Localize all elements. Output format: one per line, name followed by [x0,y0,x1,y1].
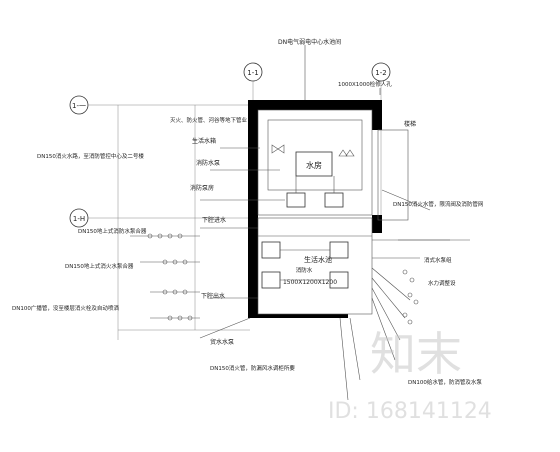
pool-name-label: 生活水池 [304,255,332,264]
hydrant-row [130,233,200,239]
watermark-id: ID: 168141124 [328,399,492,424]
pump-unit [286,192,306,208]
pump-unit [324,192,344,208]
valve-icon [338,149,355,157]
water-tank-outline [267,119,363,191]
fire-drain-label: 生活水箱 [192,137,216,145]
dn150-right-label: DN150消火水管，限流阀及消防管网 [393,200,484,208]
pool-small-label: 消防水 [296,266,313,274]
pump-stand-label: 贸水水泵 [210,338,234,346]
right-valves [402,269,419,325]
watermark: 知末 ID: 168141124 [328,327,492,424]
top-right-note: 1000X1000检修人孔 [338,80,392,88]
axis-bubble-1-yi: 1-一 [69,95,255,115]
pump-unit [329,241,349,259]
dn100-right-label: DN100给水管，防消管及水泵 [408,378,482,386]
pump-outlet-label: 下腔出水 [201,292,225,300]
fire-pump-room-label: 消防泵房 [190,184,214,192]
water-tank [295,151,333,177]
axis-label: 1-H [73,215,85,223]
leader-lines [199,45,450,339]
pump-room [257,217,373,315]
hydrant-row [150,289,200,295]
hydrant-row [150,315,200,321]
stair [377,129,409,221]
watermark-logo-text: 知末 [370,327,462,381]
axis-label: 1-2 [375,69,386,77]
pool-size-label: 1500X1200X1200 [283,279,337,286]
top-note: DN电气弱电中心水池间 [278,38,341,46]
dn150-left-mid-label: DN150地上式消防水泵合器 [78,227,147,235]
dn150-left-low-label: DN150地上式消火水泵合器 [65,262,134,270]
axis-bubble-1-h: 1-H [69,208,255,228]
axis-bubble-1-1: 1-1 [243,62,263,100]
pump-unit [261,271,281,289]
stair-label: 楼梯 [404,120,416,128]
water-room-label: 水房 [306,160,322,170]
dn150-left-top-label: DN150消火水路，至消防管控中心及二号楼 [37,152,144,160]
axis-label: 1-1 [247,69,258,77]
pump-intake-label: 下腔进水 [202,216,226,224]
room-walls [248,100,382,318]
dn100-left-label: DN100广播管，没至楼层消火栓及自动喷洒 [12,304,119,312]
axis-label: 1-一 [72,102,86,110]
hydrant-row [140,259,200,265]
valve-icon [271,144,285,154]
water-room [257,109,373,216]
pressure-tank-label: 水力调整设 [428,279,456,287]
pump-unit [261,241,281,259]
right-pump-note: 消式水泵组 [424,256,452,264]
dn150-bottom-label: DN150消火管，防漏风水调柜所要 [210,364,295,372]
drain-label: 消防水泵 [196,159,220,167]
left-valve-note: 灭火、防火管、河谷等地下管业 [170,116,248,124]
